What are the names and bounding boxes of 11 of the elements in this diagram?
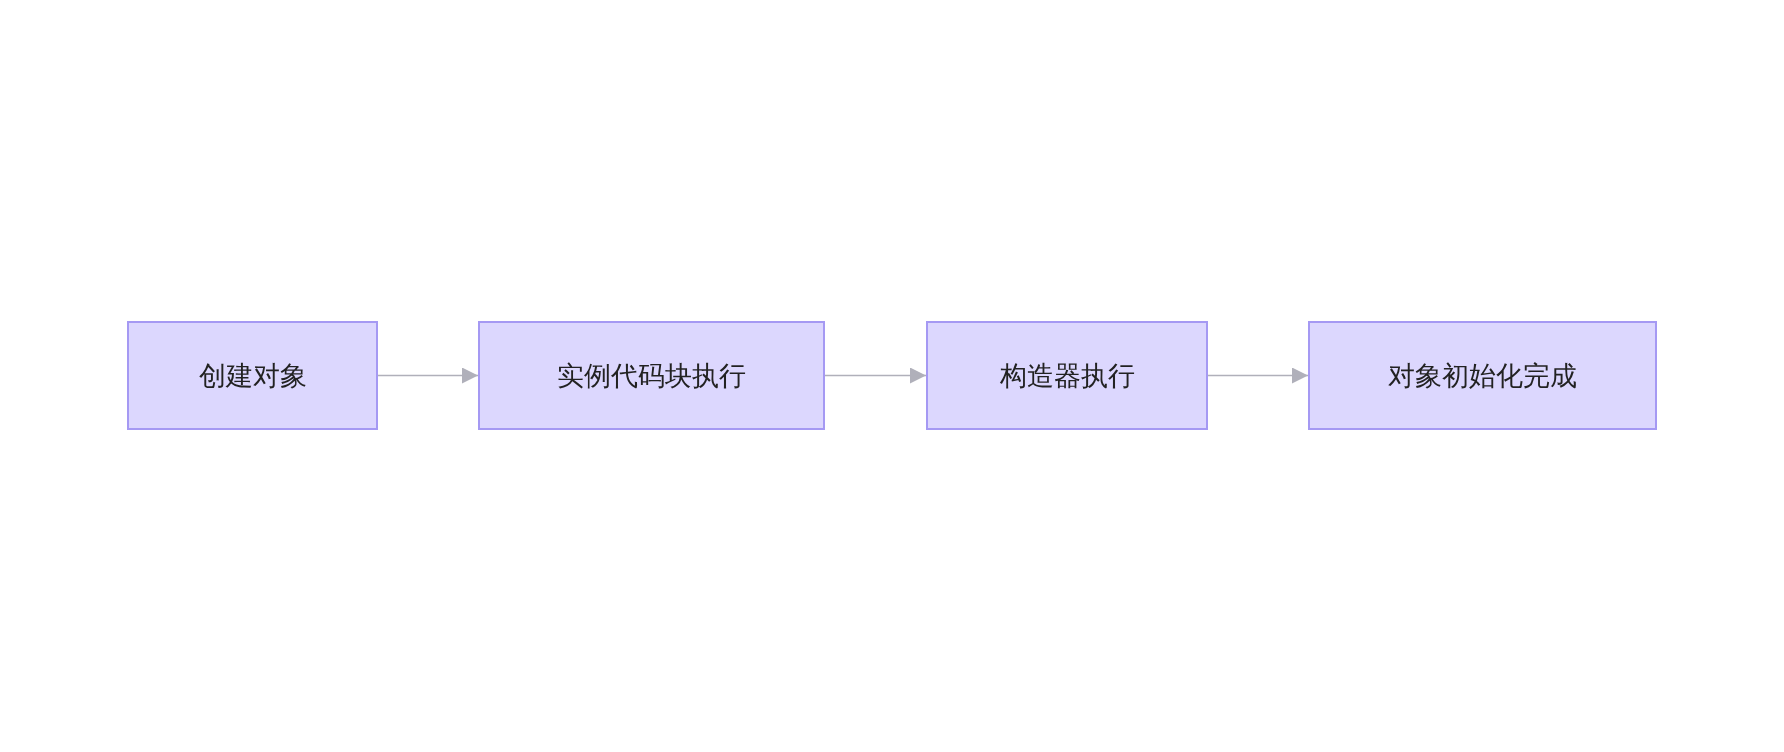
box-label: 构造器执行: [999, 358, 1135, 393]
box-label: 实例代码块执行: [557, 358, 746, 393]
arrow: [377, 367, 479, 384]
box-label: 创建对象: [198, 358, 307, 393]
process-box: [1308, 321, 1657, 430]
process-box: [478, 321, 825, 430]
arrow: [824, 367, 927, 384]
arrow: [1207, 367, 1309, 384]
box-label: 对象初始化完成: [1388, 358, 1577, 393]
process-box: [926, 321, 1208, 430]
process-box: [127, 321, 378, 430]
